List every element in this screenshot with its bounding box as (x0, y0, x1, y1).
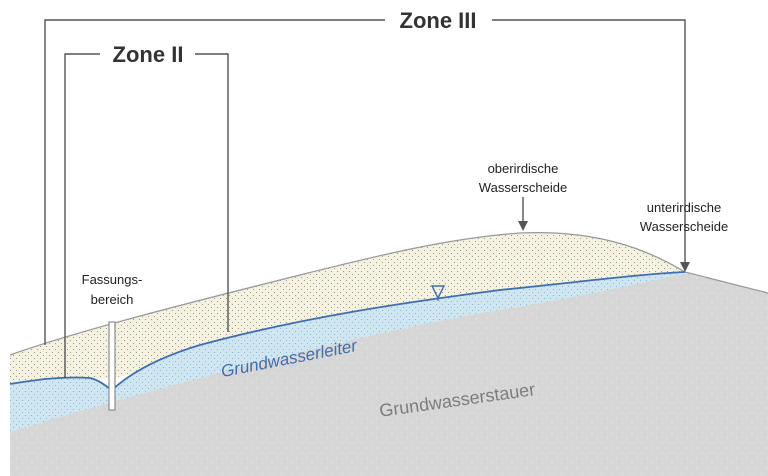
zone2-bracket (64, 53, 229, 378)
unsaturated-sand-layer (10, 232, 685, 384)
water-table-line (9, 271, 686, 392)
zone3-label: Zone III (400, 8, 477, 33)
zone3-bracket (44, 19, 686, 345)
ground-surface-line (9, 231, 768, 356)
catchment-label-line2: bereich (91, 292, 134, 307)
well-casing (108, 321, 116, 411)
surface-divide-label-line1: oberirdische (488, 161, 559, 176)
subsurface-divide-label-line1: unterirdische (647, 200, 721, 215)
catchment-label-line1: Fassungs- (82, 272, 143, 287)
triangle-down-icon (430, 285, 446, 300)
zone2-label: Zone II (113, 42, 184, 67)
subsurface-divide-label-line2: Wasserscheide (640, 219, 728, 234)
surface-divide-arrow-icon (518, 221, 528, 231)
aquitard-layer (10, 274, 768, 476)
surface-divide-label-line2: Wasserscheide (479, 180, 567, 195)
zone3-arrow-icon (680, 262, 690, 272)
